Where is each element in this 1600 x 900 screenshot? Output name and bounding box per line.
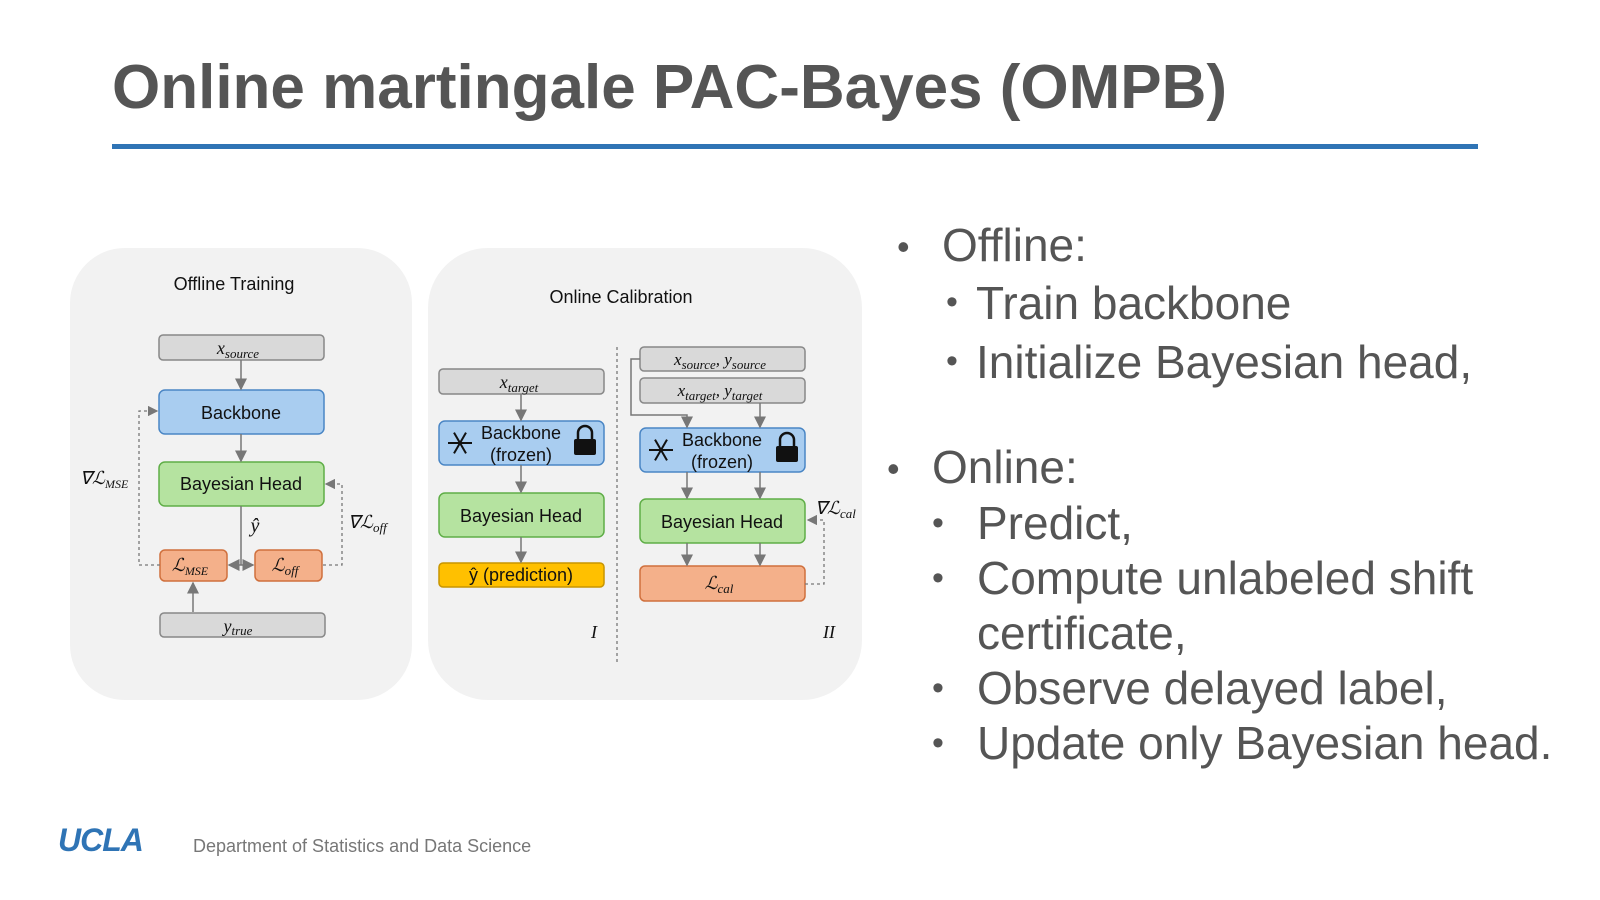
frozen-backbone-label-i: Backbone(frozen)	[481, 423, 561, 465]
y-true-box	[159, 612, 326, 638]
offline-item: Initialize Bayesian head,	[976, 336, 1473, 388]
offline-panel-title: Offline Training	[174, 274, 295, 294]
online-item: Compute unlabeled shift	[977, 552, 1474, 604]
xy-target-box	[639, 377, 806, 404]
offline-header: Offline:	[942, 219, 1087, 271]
bullet-dot: •	[887, 448, 900, 489]
prediction-label: ŷ (prediction)	[469, 565, 573, 585]
lock-icon	[574, 424, 596, 455]
grad-off-label: ∇ℒoff	[348, 512, 389, 535]
loss-off-box	[254, 549, 323, 582]
part-ii-arrows	[630, 358, 766, 567]
online-item: Update only Bayesian head.	[977, 717, 1553, 769]
x-source-label: xsource	[216, 338, 259, 361]
x-target-label: xtarget	[499, 372, 539, 395]
slide-title: Online martingale PAC-Bayes (OMPB)	[112, 53, 1228, 122]
grad-mse-label: ∇ℒMSE	[80, 468, 129, 491]
part-ii-label: II	[822, 622, 836, 642]
offline-arrows	[187, 360, 255, 612]
part-i-label: I	[590, 622, 598, 642]
online-item: Predict,	[977, 497, 1133, 549]
online-header: Online:	[932, 441, 1078, 493]
y-true-label: ytrue	[222, 616, 253, 638]
frozen-backbone-box-ii	[639, 427, 806, 473]
bullet-dot: •	[946, 283, 958, 321]
lock-icon	[776, 431, 798, 462]
bayesian-head-box-ii	[639, 498, 806, 544]
bullet-dot: •	[897, 226, 910, 267]
ucla-logo: UCLA	[58, 822, 144, 858]
online-item: Observe delayed label,	[977, 662, 1448, 714]
part-ii-gradient-arrow	[805, 514, 825, 585]
snowflake-icon	[649, 439, 673, 461]
department-name: Department of Statistics and Data Scienc…	[193, 836, 532, 856]
title-underline	[112, 144, 1478, 149]
frozen-backbone-label-ii: Backbone(frozen)	[682, 430, 762, 472]
offline-gradient-arrows	[138, 405, 343, 566]
bullet-dot: •	[932, 724, 944, 762]
grad-cal-label: ∇ℒcal	[815, 498, 856, 521]
loss-mse-label: ℒMSE	[172, 555, 209, 578]
bullet-dot: •	[932, 669, 944, 707]
bayesian-head-label-ii: Bayesian Head	[661, 512, 783, 532]
bullet-dot: •	[946, 342, 958, 380]
pipeline-diagram: Offline Training xsource Backbone Bayesi…	[70, 248, 862, 700]
offline-backbone-label: Backbone	[201, 403, 281, 423]
xy-source-label: xsource, ysource	[673, 350, 766, 372]
online-panel-title: Online Calibration	[549, 287, 692, 307]
loss-cal-label: ℒcal	[705, 573, 734, 596]
bullet-dot: •	[932, 504, 944, 542]
bullet-dot: •	[932, 559, 944, 597]
bayesian-head-label-i: Bayesian Head	[460, 506, 582, 526]
online-panel	[428, 248, 862, 700]
snowflake-icon	[448, 432, 472, 454]
offline-bayesian-head-label: Bayesian Head	[180, 474, 302, 494]
y-hat-label: ŷ	[249, 515, 260, 537]
online-item-continuation: certificate,	[977, 607, 1187, 659]
loss-off-label: ℒoff	[272, 555, 301, 578]
offline-item: Train backbone	[976, 277, 1292, 329]
xy-target-label: xtarget, ytarget	[677, 381, 763, 403]
